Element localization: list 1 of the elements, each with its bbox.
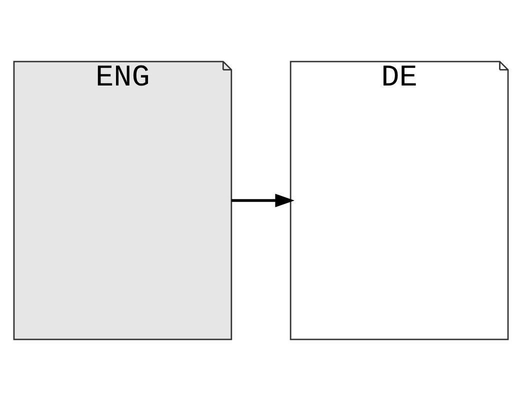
arrow bbox=[232, 193, 294, 207]
